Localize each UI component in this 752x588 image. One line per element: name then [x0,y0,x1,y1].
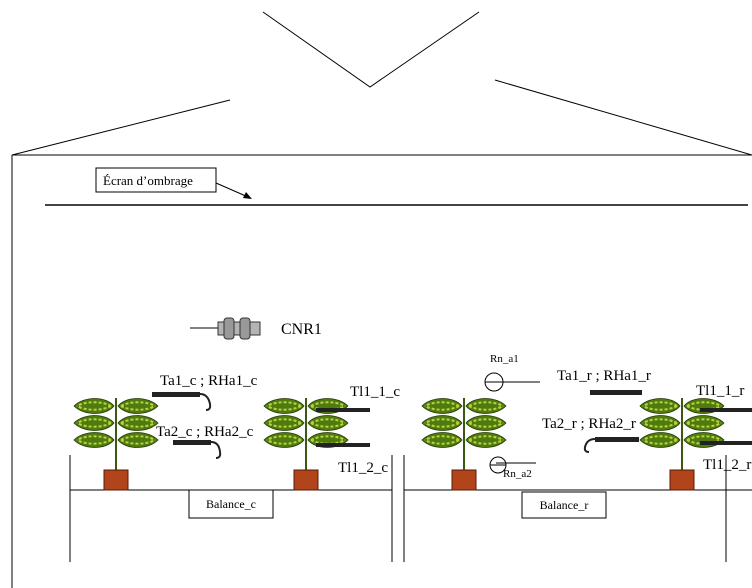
ta1-r-sensor-icon [590,390,642,395]
tl1-1-c-label: Tl1_1_c [350,384,400,400]
ta2-c-sensor-icon [173,440,222,459]
tl1-2-r-label: Tl1_2_r [703,457,751,473]
rn-a1-label: Rn_a1 [490,353,519,365]
ta1-r-label: Ta1_r ; RHa1_r [557,368,651,384]
balance-c-box: Balance_c [188,489,274,519]
balance-r-box: Balance_r [521,491,607,519]
greenhouse-structure [11,11,752,588]
ta1-c-label: Ta1_c ; RHa1_c [160,373,258,389]
plant-icon [422,398,506,490]
tl1-1-r-label: Tl1_1_r [696,383,744,399]
cnr1-sensor-icon [190,317,261,340]
rn-a2-sensor-icon [489,456,536,474]
rn-a1-sensor-icon [484,372,540,392]
ta2-r-label: Ta2_r ; RHa2_r [542,416,636,432]
tl1-1-c-sensor-icon [316,408,370,412]
ta2-r-sensor-icon [583,437,639,453]
tl1-1-r-sensor-icon [700,408,752,412]
ta2-c-label: Ta2_c ; RHa2_c [156,424,254,440]
tl1-2-c-label: Tl1_2_c [338,460,388,476]
plant-icon [74,398,158,490]
shade-screen-label-box: Écran d’ombrage [95,167,217,193]
shade-screen-label: Écran d’ombrage [103,173,193,188]
arrow-head-icon [243,192,252,199]
tl1-2-c-sensor-icon [316,443,370,447]
cnr1-label: CNR1 [281,321,322,338]
tl1-2-r-sensor-icon [700,441,752,445]
ta1-c-sensor-icon [152,392,212,411]
rn-a2-label: Rn_a2 [503,468,532,480]
balance-c-label: Balance_c [206,497,256,511]
balance-r-label: Balance_r [540,498,589,512]
